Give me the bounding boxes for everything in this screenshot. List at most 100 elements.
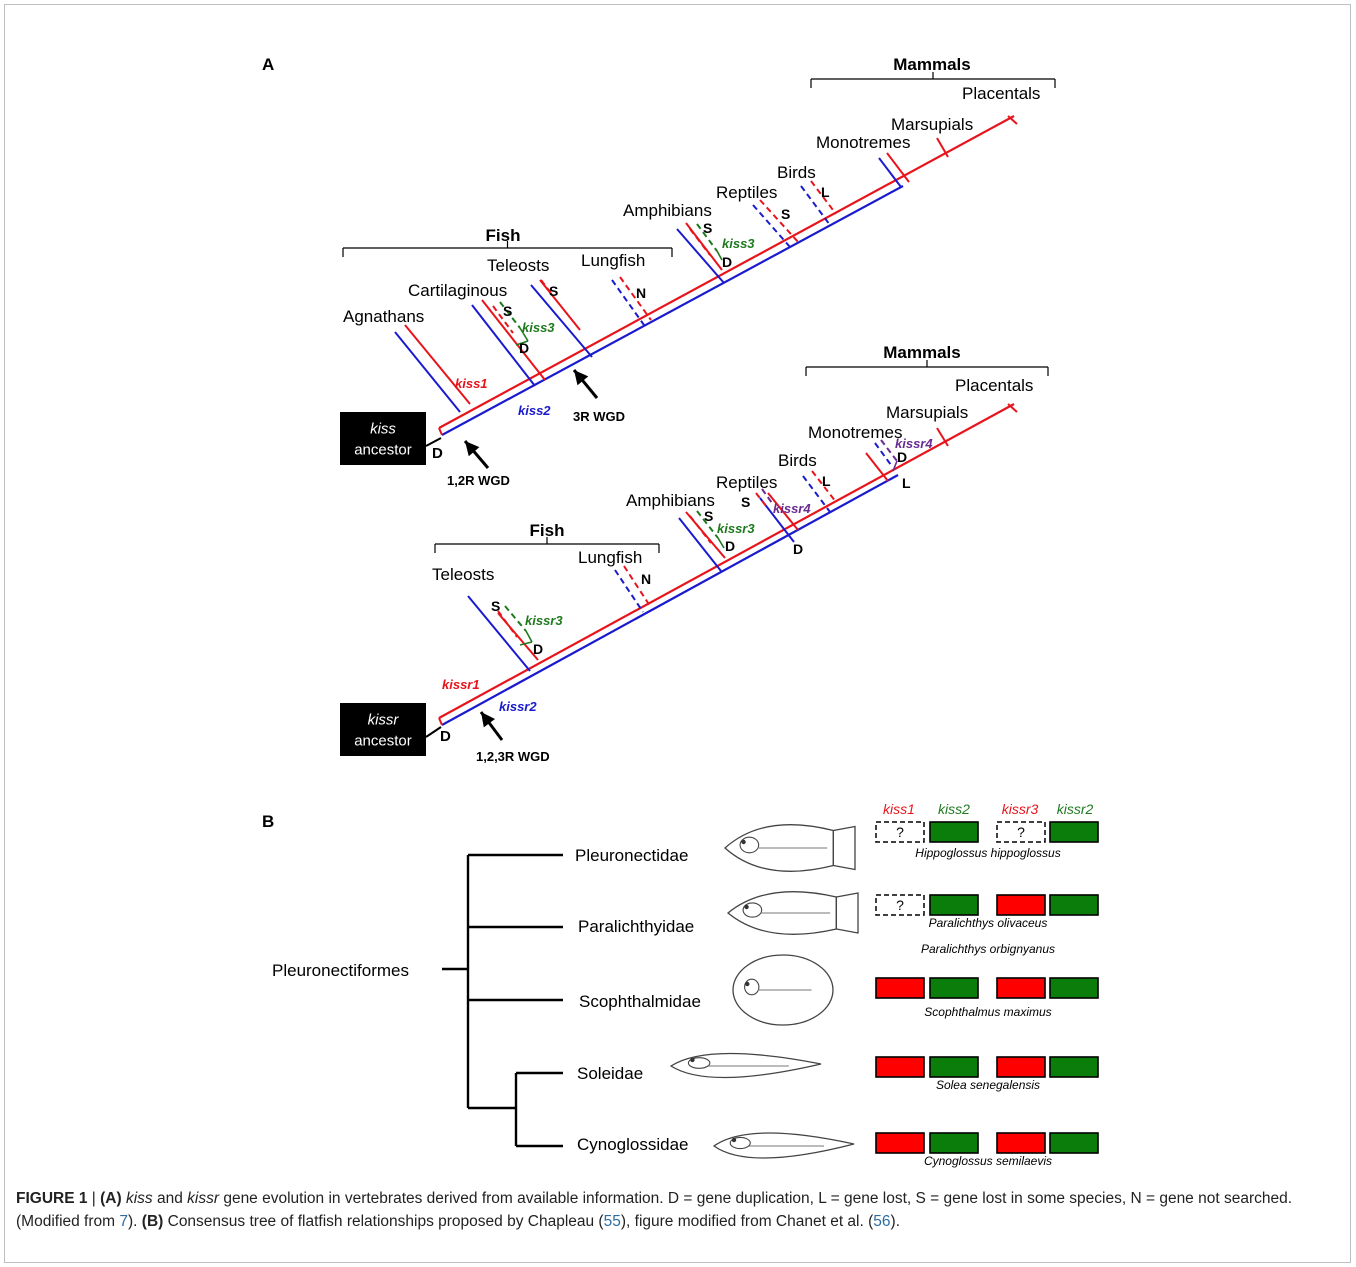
species-scophthalmus-maximus: Scophthalmus maximus	[924, 1005, 1051, 1019]
species-cynoglossus-semilaevis: Cynoglossus semilaevis	[924, 1154, 1052, 1168]
tree-root-label: Pleuronectiformes	[272, 961, 409, 980]
kiss-ancestor-gene: kiss	[370, 421, 396, 438]
kissr-lungfish-red	[623, 565, 651, 607]
caption-text-3: ).	[128, 1213, 142, 1230]
family-cynoglossidae: Cynoglossidae	[577, 1135, 689, 1154]
kissr-amphibians-s-green	[696, 510, 719, 539]
kiss-amphibians-s: S	[703, 220, 712, 236]
kissr-reptiles-s-red	[755, 492, 767, 507]
kissr-reptiles-d: D	[793, 541, 803, 557]
fish-scophthalmidae-body	[732, 954, 834, 1026]
caption-reference-7[interactable]: 7	[119, 1213, 128, 1230]
kiss-cartilaginous-d: D	[519, 340, 529, 356]
kissr-monotremes-l: L	[902, 475, 911, 491]
gene-box-paralichthyidae-kiss1-unknown: ?	[896, 897, 904, 913]
kiss-wgd2-label: 3R WGD	[573, 409, 625, 424]
caption-text-6: ).	[890, 1213, 900, 1230]
kiss-birds-blue	[800, 185, 831, 226]
kissr-amphibians-blue	[678, 517, 722, 572]
caption-text-1: and	[152, 1190, 188, 1207]
kiss-ancestor-label: ancestor	[354, 442, 412, 459]
kissr-teleosts-kissr3-foot	[519, 641, 533, 646]
gene-box-scophthalmidae-kissr3	[996, 977, 1046, 999]
caption-reference-55[interactable]: 55	[603, 1213, 621, 1230]
fish-paralichthyidae-eye	[744, 904, 749, 910]
kissr-birds-blue	[802, 475, 831, 513]
kiss-taxon-cartilaginous: Cartilaginous	[408, 281, 507, 300]
kiss-lungfish-n: N	[636, 285, 646, 301]
caption-label: FIGURE 1	[16, 1190, 88, 1207]
gene-box-cynoglossidae-kiss1	[875, 1132, 925, 1154]
kiss-gene-kiss2: kiss2	[518, 403, 551, 418]
gene-box-soleidae-kiss1	[875, 1056, 925, 1078]
kissr-lungfish-blue	[614, 569, 644, 613]
fish-soleidae-body	[669, 1052, 822, 1079]
caption-reference-56[interactable]: 56	[873, 1213, 891, 1230]
fish-pleuronectidae-head	[739, 836, 760, 854]
kiss-cartilaginous-kiss3-foot	[515, 340, 529, 346]
kiss-monotremes-blue	[878, 157, 902, 188]
panel-a-label: A	[262, 55, 274, 74]
kiss-amphibians-blue	[676, 228, 725, 284]
kiss-birds-red	[810, 180, 837, 215]
kiss-cartilaginous-s-green	[499, 301, 521, 329]
kissr-gene-kissr2: kissr2	[499, 699, 537, 714]
caption-kissr: kissr	[187, 1190, 220, 1207]
caption-separator: |	[87, 1190, 101, 1207]
kissr-reptiles-s-purple	[761, 488, 773, 504]
kissr-amphibians-kissr3-stem	[717, 537, 725, 549]
kissr-teleosts-kissr3-stem	[525, 630, 533, 643]
fish-cynoglossidae-body	[712, 1132, 855, 1159]
caption-kiss: kiss	[125, 1190, 153, 1207]
kiss-cartilaginous-red	[481, 299, 546, 381]
gene-header-kissr2: kissr2	[1057, 801, 1094, 817]
kiss-cartilaginous-s-red	[492, 305, 514, 334]
kissr-taxon-lungfish: Lungfish	[578, 548, 642, 567]
gene-box-pleuronectidae-kissr2	[1049, 821, 1099, 843]
kissr-reptiles-kissr4: kissr4	[773, 501, 811, 516]
kiss-cartilaginous-blue	[471, 304, 536, 387]
gene-header-kissr3: kissr3	[1002, 801, 1039, 817]
kissr-root-join	[438, 717, 443, 726]
kiss-wgd1-arrow-head	[465, 441, 480, 457]
fish-pleuronectidae-tail	[832, 825, 856, 871]
kiss-amphibians-d: D	[722, 254, 732, 270]
gene-box-paralichthyidae-kissr2	[1049, 894, 1099, 916]
gene-box-scophthalmidae-kissr2	[1049, 977, 1099, 999]
kiss-lungfish-red	[619, 276, 652, 321]
kissr-backbone-red	[438, 403, 1015, 719]
kissr-taxon-reptiles: Reptiles	[716, 473, 777, 492]
kissr-taxon-marsupials: Marsupials	[886, 403, 968, 422]
fish-cynoglossidae-eye	[731, 1137, 737, 1143]
kissr-amphibians-s-red	[689, 515, 712, 544]
gene-box-scophthalmidae-kiss2	[929, 977, 979, 999]
fish-paralichthyidae-tail	[835, 892, 859, 934]
kiss-marsupials-red	[936, 137, 949, 158]
species-solea-senegalensis: Solea senegalensis	[936, 1078, 1040, 1092]
kiss-taxon-reptiles: Reptiles	[716, 183, 777, 202]
kissr-monotremes-kissr4: kissr4	[895, 436, 933, 451]
kissr-group-mammals: Mammals	[883, 343, 960, 362]
kiss-placentals-tip	[1007, 115, 1018, 125]
kissr-teleosts-d: D	[533, 641, 543, 657]
gene-header-kiss2: kiss2	[938, 801, 970, 817]
kissr-monotremes-purple	[880, 439, 898, 462]
kiss-teleosts-s: S	[549, 283, 558, 299]
kissr-ancestor-box	[340, 703, 426, 756]
species-paralichthys-olivaceus: Paralichthys olivaceus	[929, 916, 1048, 930]
kissr-teleosts-kissr3: kissr3	[525, 613, 563, 628]
figure-frame	[4, 4, 1351, 1263]
family-soleidae: Soleidae	[577, 1064, 643, 1083]
kiss-cartilaginous-s: S	[503, 303, 512, 319]
kiss-gene-kiss1: kiss1	[455, 376, 488, 391]
kiss-cartilaginous-kiss3: kiss3	[522, 320, 555, 335]
gene-box-pleuronectidae-kiss1-unknown: ?	[896, 824, 904, 840]
species-hippoglossus-hippoglossus: Hippoglossus hippoglossus	[915, 846, 1060, 860]
kissr-ancestor-label: ancestor	[354, 733, 412, 750]
gene-header-kiss1: kiss1	[883, 801, 915, 817]
kissr-teleosts-s: S	[491, 598, 500, 614]
kiss-taxon-birds: Birds	[777, 163, 816, 182]
kissr-backbone-blue	[441, 474, 899, 726]
gene-box-soleidae-kissr3	[996, 1056, 1046, 1078]
